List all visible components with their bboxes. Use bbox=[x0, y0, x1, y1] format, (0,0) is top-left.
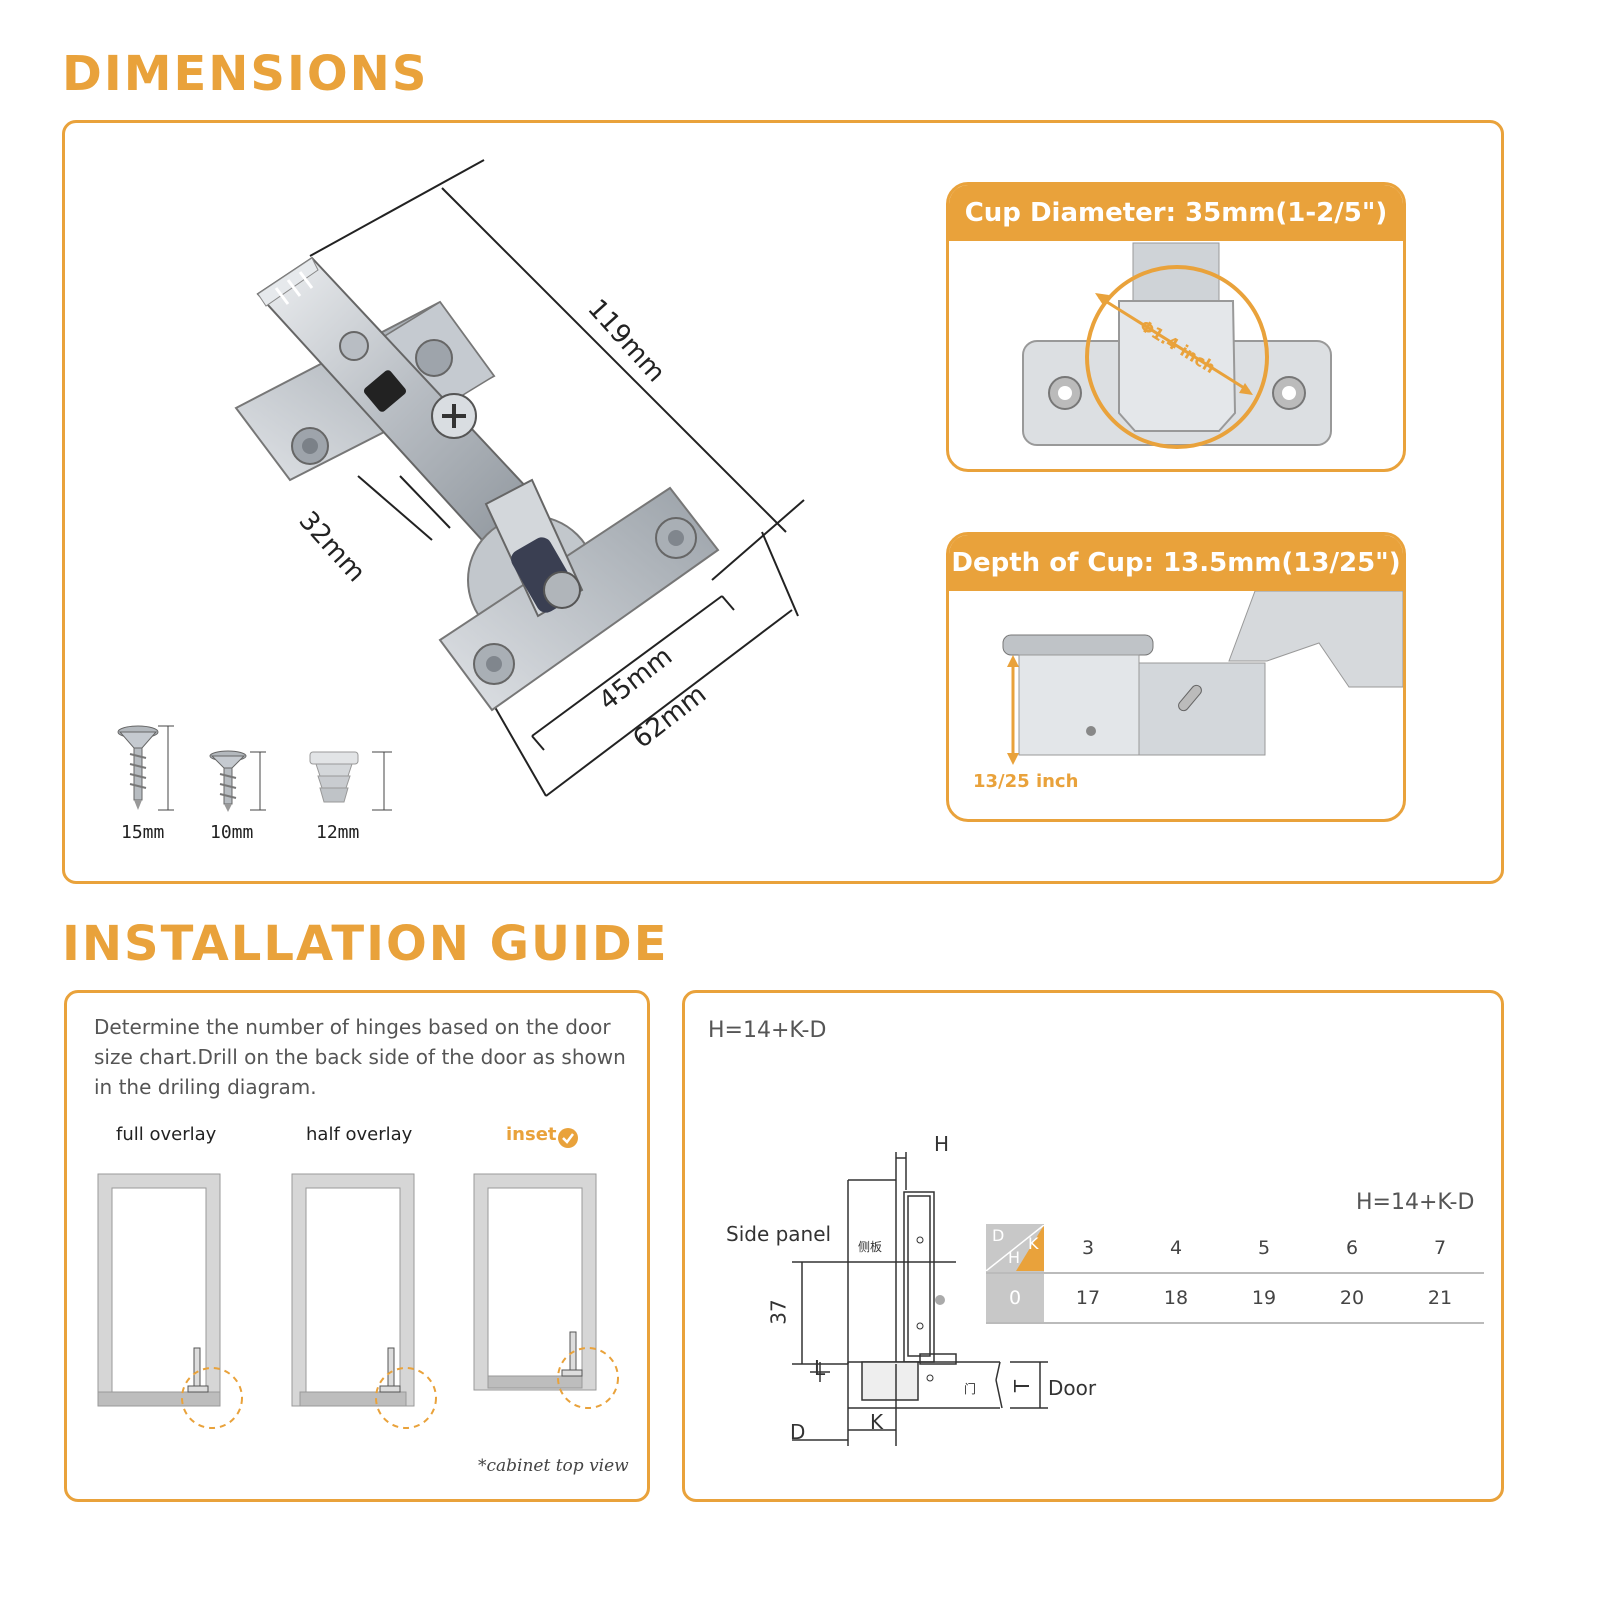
label-d: D bbox=[790, 1420, 806, 1444]
h-value-table: D H K 3 4 5 6 7 0 17 18 19 20 21 bbox=[986, 1224, 1484, 1324]
full-overlay-label: full overlay bbox=[116, 1124, 217, 1145]
k-value-cell: 3 bbox=[1044, 1224, 1132, 1274]
label-k: K bbox=[870, 1410, 884, 1434]
check-icon bbox=[558, 1128, 578, 1148]
label-side-panel: Side panel bbox=[726, 1222, 832, 1246]
d-value-cell: 0 bbox=[986, 1273, 1044, 1324]
corner-diagonal bbox=[986, 1225, 1044, 1271]
cup-top-view bbox=[1022, 242, 1332, 449]
label-37: 37 bbox=[766, 1299, 791, 1325]
screw-label-12: 12mm bbox=[316, 822, 360, 843]
dimension-lines bbox=[309, 159, 805, 797]
dimensions-heading: DIMENSIONS bbox=[62, 46, 429, 102]
corner-k: K bbox=[1028, 1234, 1039, 1253]
k-value-cell: 6 bbox=[1308, 1224, 1396, 1274]
table-corner-cell: D H K bbox=[986, 1224, 1044, 1274]
hinge-section-diagram bbox=[792, 1152, 1048, 1446]
label-l: L bbox=[814, 1356, 826, 1380]
half-overlay-label: half overlay bbox=[306, 1124, 413, 1145]
cup-diameter-title: Cup Diameter: 35mm(1-2/5") bbox=[949, 185, 1403, 241]
corner-h: H bbox=[1008, 1248, 1021, 1267]
guide-description: Determine the number of hinges based on … bbox=[94, 1015, 626, 1099]
label-side-panel-cn: 侧板 bbox=[858, 1240, 883, 1254]
h-value-cell: 20 bbox=[1308, 1273, 1396, 1324]
table-header-row: D H K 3 4 5 6 7 bbox=[986, 1224, 1484, 1274]
label-h: H bbox=[934, 1132, 950, 1156]
screw-label-15: 15mm bbox=[121, 822, 165, 843]
cup-depth-panel: Depth of Cup: 13.5mm(13/25") 13/25 inch bbox=[946, 532, 1406, 822]
full-overlay-diagram bbox=[97, 1173, 243, 1429]
cup-diameter-panel: Cup Diameter: 35mm(1-2/5") Φ1.4 inch bbox=[946, 182, 1406, 472]
k-value-cell: 4 bbox=[1132, 1224, 1220, 1274]
label-door-cn: 门 bbox=[964, 1382, 977, 1396]
cup-and-wings bbox=[438, 478, 720, 712]
hinge-illustration bbox=[234, 159, 805, 797]
half-overlay-diagram bbox=[291, 1173, 437, 1429]
inset-label: inset bbox=[506, 1124, 557, 1145]
formula-top: H=14+K-D bbox=[708, 1018, 827, 1043]
cabinet-top-view-note: *cabinet top view bbox=[478, 1456, 629, 1476]
screw-label-10: 10mm bbox=[210, 822, 254, 843]
short-screw-icon bbox=[209, 750, 266, 812]
k-value-cell: 5 bbox=[1220, 1224, 1308, 1274]
corner-d: D bbox=[992, 1226, 1005, 1245]
table-row: 0 17 18 19 20 21 bbox=[986, 1273, 1484, 1324]
cup-depth-title: Depth of Cup: 13.5mm(13/25") bbox=[949, 535, 1403, 591]
label-door: Door bbox=[1048, 1376, 1097, 1400]
h-value-cell: 17 bbox=[1044, 1273, 1132, 1324]
cup-side-view bbox=[1002, 591, 1403, 765]
label-t: T bbox=[1010, 1379, 1035, 1393]
formula-table-title: H=14+K-D bbox=[1356, 1190, 1475, 1215]
plastic-dowel-icon bbox=[309, 751, 392, 811]
h-value-cell: 18 bbox=[1132, 1273, 1220, 1324]
installation-heading: INSTALLATION GUIDE bbox=[62, 916, 669, 972]
k-value-cell: 7 bbox=[1396, 1224, 1484, 1274]
h-value-cell: 21 bbox=[1396, 1273, 1484, 1324]
inset-diagram bbox=[473, 1173, 619, 1409]
cup-depth-annotation: 13/25 inch bbox=[973, 771, 1079, 792]
h-value-cell: 19 bbox=[1220, 1273, 1308, 1324]
wood-screw-icon bbox=[117, 725, 174, 811]
